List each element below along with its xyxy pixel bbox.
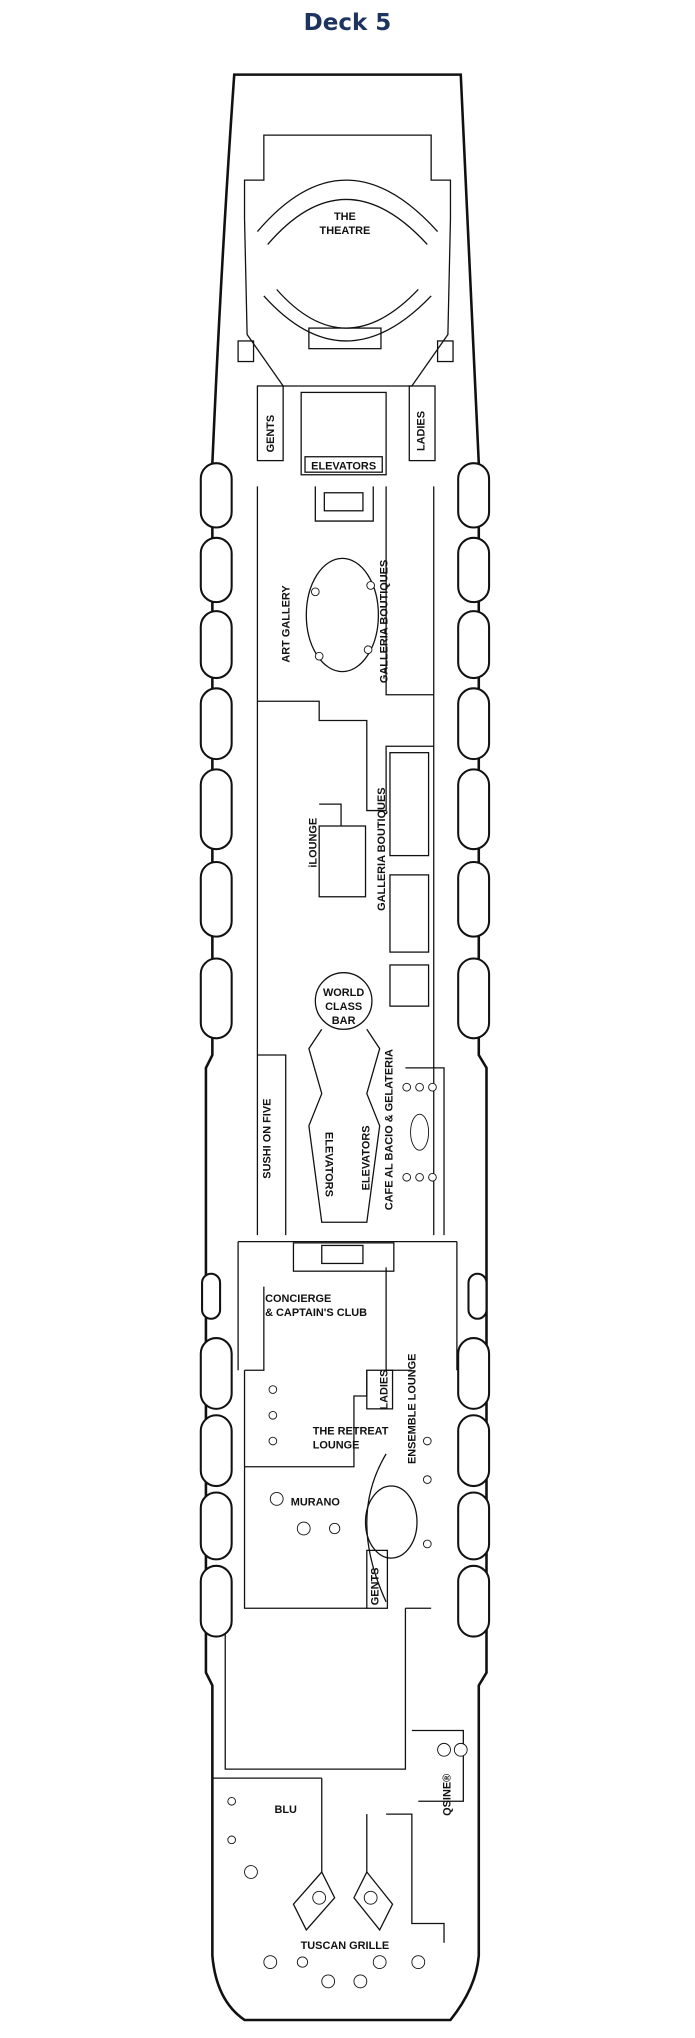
- label-concierge-2: & CAPTAIN'S CLUB: [265, 1307, 367, 1319]
- label-tuscan-grille: TUSCAN GRILLE: [301, 1940, 390, 1952]
- label-art-gallery: ART GALLERY: [281, 585, 293, 663]
- tables: [227, 581, 468, 1989]
- label-qsine: QSINE®: [441, 1774, 453, 1816]
- label-ladies-aft: LADIES: [378, 1370, 390, 1410]
- label-cafe-al-bacio: CAFE AL BACIO & GELATERIA: [384, 1049, 396, 1210]
- label-elevators-fwd: ELEVATORS: [311, 461, 376, 473]
- label-elevators-mid-1: ELEVATORS: [323, 1132, 335, 1197]
- theatre[interactable]: [237, 134, 454, 387]
- label-galleria-boutiques-1: GALLERIA BOUTIQUES: [378, 560, 390, 683]
- label-ensemble-lounge: ENSEMBLE LOUNGE: [407, 1354, 419, 1464]
- label-ladies-fwd: LADIES: [416, 411, 428, 451]
- label-galleria-boutiques-2: GALLERIA BOUTIQUES: [376, 787, 388, 910]
- label-world-class-bar-1: WORLD: [323, 987, 364, 999]
- label-retreat-lounge-1: THE RETREAT: [313, 1426, 389, 1438]
- label-world-class-bar-2: CLASS: [325, 1001, 362, 1013]
- lifeboats-port: [199, 462, 233, 1638]
- label-gents-aft: GENTS: [369, 1568, 381, 1606]
- label-ilounge: iLOUNGE: [308, 818, 320, 868]
- label-elevators-mid-2: ELEVATORS: [360, 1125, 372, 1190]
- label-retreat-lounge-2: LOUNGE: [313, 1440, 360, 1452]
- label-sushi-on-five: SUSHI ON FIVE: [261, 1099, 273, 1179]
- label-theatre-2: THEATRE: [320, 225, 371, 237]
- label-murano: MURANO: [291, 1496, 341, 1508]
- label-blu: BLU: [274, 1804, 297, 1816]
- label-gents-fwd: GENTS: [265, 415, 277, 453]
- label-world-class-bar-3: BAR: [332, 1015, 356, 1027]
- label-concierge-1: CONCIERGE: [265, 1293, 331, 1305]
- label-theatre-1: THE: [334, 211, 356, 223]
- lifeboats-starboard: [457, 462, 491, 1638]
- hull-outline: [204, 73, 488, 2022]
- deck-title: Deck 5: [303, 10, 392, 36]
